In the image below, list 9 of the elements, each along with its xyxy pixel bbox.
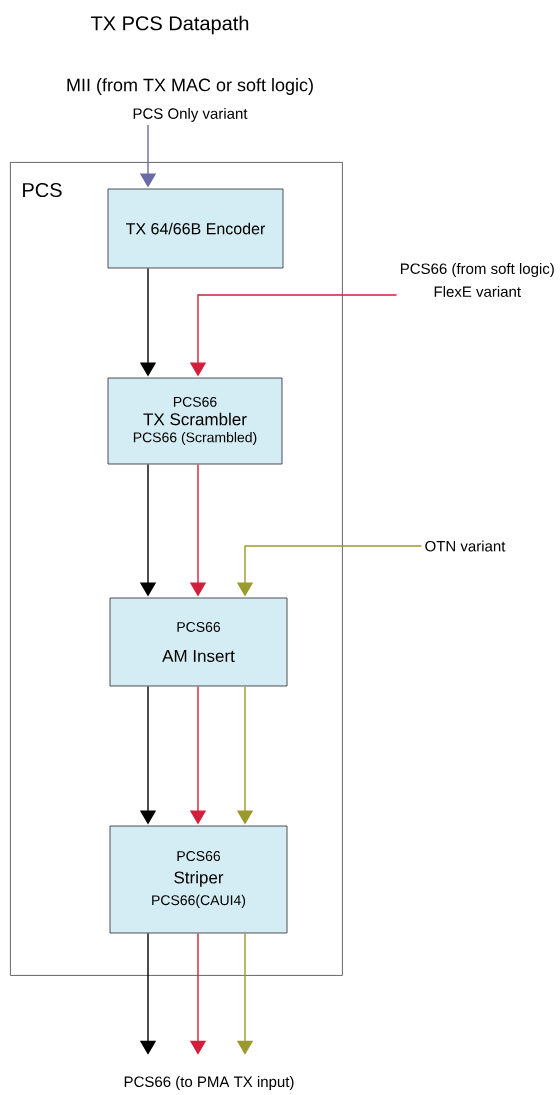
diagram-title: TX PCS Datapath bbox=[90, 15, 249, 35]
process-box: PCS66 AM Insert bbox=[109, 597, 288, 687]
signal-label: MII (from TX MAC or soft logic) PCS Only variant bbox=[67, 78, 313, 122]
signal-label: OTN variant bbox=[425, 540, 506, 552]
process-box: PCS66 Striper PCS66(CAUI4) bbox=[109, 825, 288, 934]
process-box: TX 64/66B Encoder bbox=[107, 188, 284, 269]
process-box: PCS66 TX Scrambler PCS66 (Scrambled) bbox=[107, 377, 283, 465]
signal-label: PCS66 (to PMA TX input) bbox=[124, 1076, 294, 1090]
signal-label: PCS66 (from soft logic) FlexE variant bbox=[401, 263, 554, 297]
